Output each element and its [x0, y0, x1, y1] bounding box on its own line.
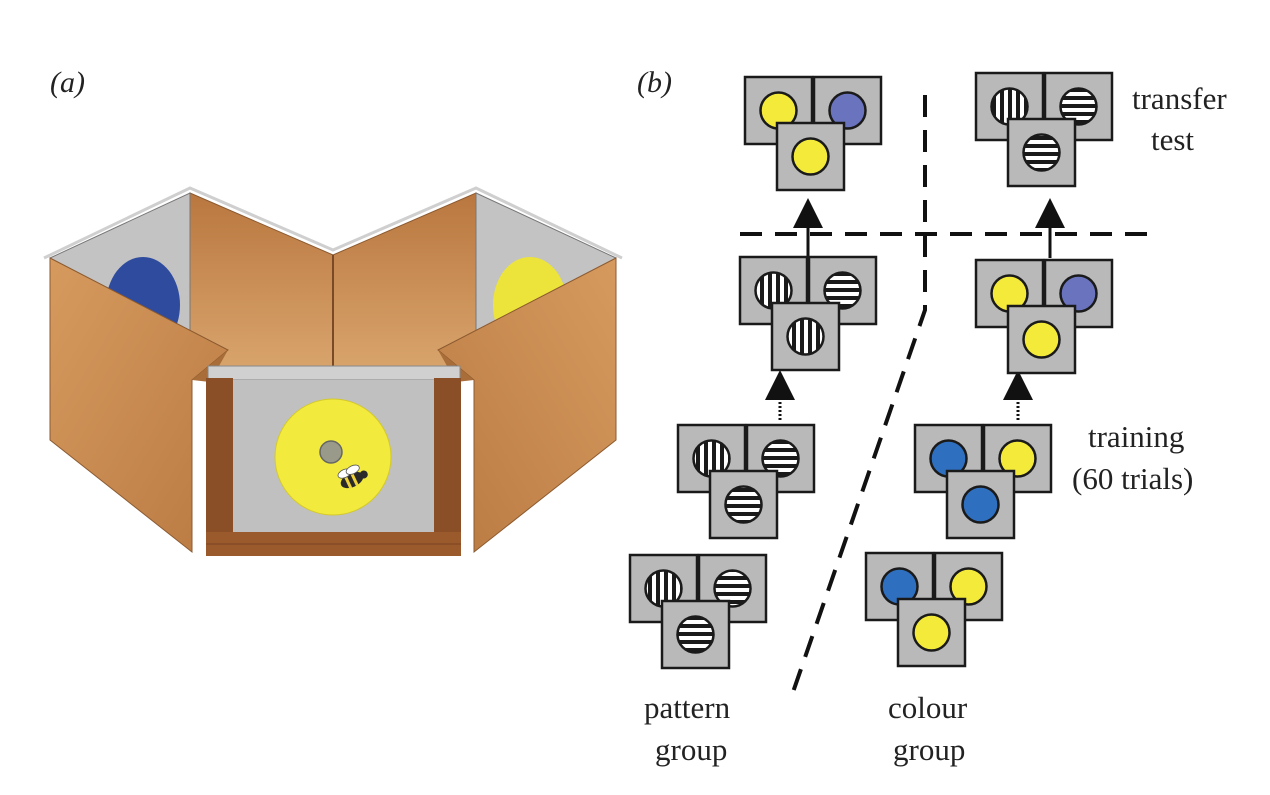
transfer-test-label-line2: test	[1151, 122, 1194, 157]
right-horizontal-stripes-disc	[823, 271, 862, 310]
colour-group-training-late-set	[974, 258, 1114, 375]
colour-group-label-line2: group	[893, 732, 965, 767]
front-chamber-top	[207, 365, 461, 381]
front-horizontal-stripes-disc	[724, 485, 763, 524]
feeder-hole	[319, 440, 343, 464]
front-post-left	[206, 378, 233, 556]
front-yellow-disc	[1022, 320, 1061, 359]
flower-choice-box	[43, 186, 623, 556]
front-horizontal-stripes-disc	[1022, 133, 1061, 172]
pattern-group-training-mid-set	[676, 423, 816, 540]
right-horizontal-stripes-disc	[713, 569, 752, 608]
stimulus-sets	[628, 71, 1114, 670]
group-divider	[790, 95, 927, 696]
pattern-group-training-late-set	[738, 255, 878, 372]
training-trials-label: (60 trials)	[1072, 461, 1193, 496]
right-yellow-disc	[998, 439, 1037, 478]
right-light-blue-disc	[828, 91, 867, 130]
right-horizontal-stripes-disc	[761, 439, 800, 478]
colour-group-training-start-set	[864, 551, 1004, 668]
bee-icon	[337, 464, 368, 489]
front-yellow-disc	[912, 613, 951, 652]
front-blue-disc	[961, 485, 1000, 524]
front-card	[1006, 304, 1077, 375]
panel-b-label: (b)	[637, 66, 672, 99]
colour-group-transfer-test-set	[974, 71, 1114, 188]
front-yellow-disc	[791, 137, 830, 176]
front-post-right	[434, 378, 461, 556]
front-vertical-stripes-disc	[786, 317, 825, 356]
panel-b: (b) transfer test training (60 trials) p…	[628, 66, 1227, 767]
training-label: training	[1088, 419, 1184, 454]
right-horizontal-stripes-disc	[1059, 87, 1098, 126]
pattern-group-label: pattern	[644, 690, 731, 725]
front-horizontal-stripes-disc	[676, 615, 715, 654]
right-side-panel	[437, 257, 617, 554]
left-side-panel	[49, 257, 229, 554]
pattern-group-transfer-test-set	[743, 75, 883, 192]
pattern-group-training-start-set	[628, 553, 768, 670]
colour-group-label: colour	[888, 690, 968, 725]
right-light-blue-disc	[1059, 274, 1098, 313]
box-rim	[43, 186, 623, 260]
transfer-test-label: transfer	[1132, 81, 1227, 116]
colour-group-training-mid-set	[913, 423, 1053, 540]
right-yellow-disc	[949, 567, 988, 606]
panel-a: (a)	[43, 66, 623, 556]
pattern-group-label-line2: group	[655, 732, 727, 767]
panel-a-label: (a)	[50, 66, 85, 99]
